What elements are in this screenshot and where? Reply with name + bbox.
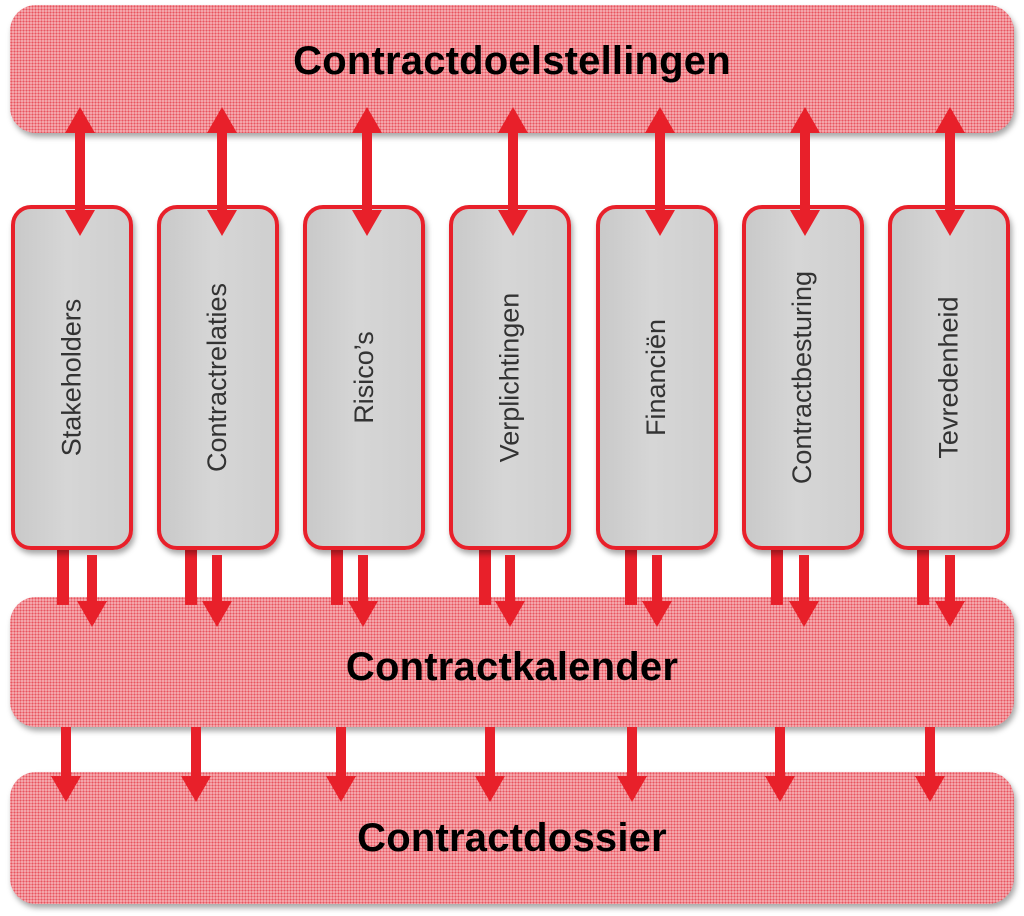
column-contractrelaties: Contractrelaties — [157, 205, 279, 550]
band-title-middle: Contractkalender — [345, 644, 679, 689]
column-label: Tevredenheid — [933, 296, 964, 459]
column-label: Contractrelaties — [202, 282, 233, 473]
column-verplichtingen: Verplichtingen — [449, 205, 571, 550]
column-tevredenheid: Tevredenheid — [888, 205, 1010, 550]
column-financien: Financiën — [596, 205, 718, 550]
band-title-top: Contractdoelstellingen — [293, 38, 731, 83]
column-contractbesturing: Contractbesturing — [742, 205, 864, 550]
column-label: Financiën — [641, 318, 672, 437]
column-label: Contractbesturing — [787, 270, 818, 485]
column-label: Risico’s — [348, 331, 379, 424]
column-label: Stakeholders — [56, 298, 87, 457]
band-contractdossier: Contractdossier — [10, 772, 1014, 904]
column-risicos: Risico’s — [303, 205, 425, 550]
band-contractdoelstellingen: Contractdoelstellingen — [10, 5, 1014, 133]
column-label: Verplichtingen — [494, 292, 525, 463]
band-title-bottom: Contractdossier — [357, 815, 667, 860]
band-contractkalender: Contractkalender — [10, 597, 1014, 727]
column-stakeholders: Stakeholders — [11, 205, 133, 550]
